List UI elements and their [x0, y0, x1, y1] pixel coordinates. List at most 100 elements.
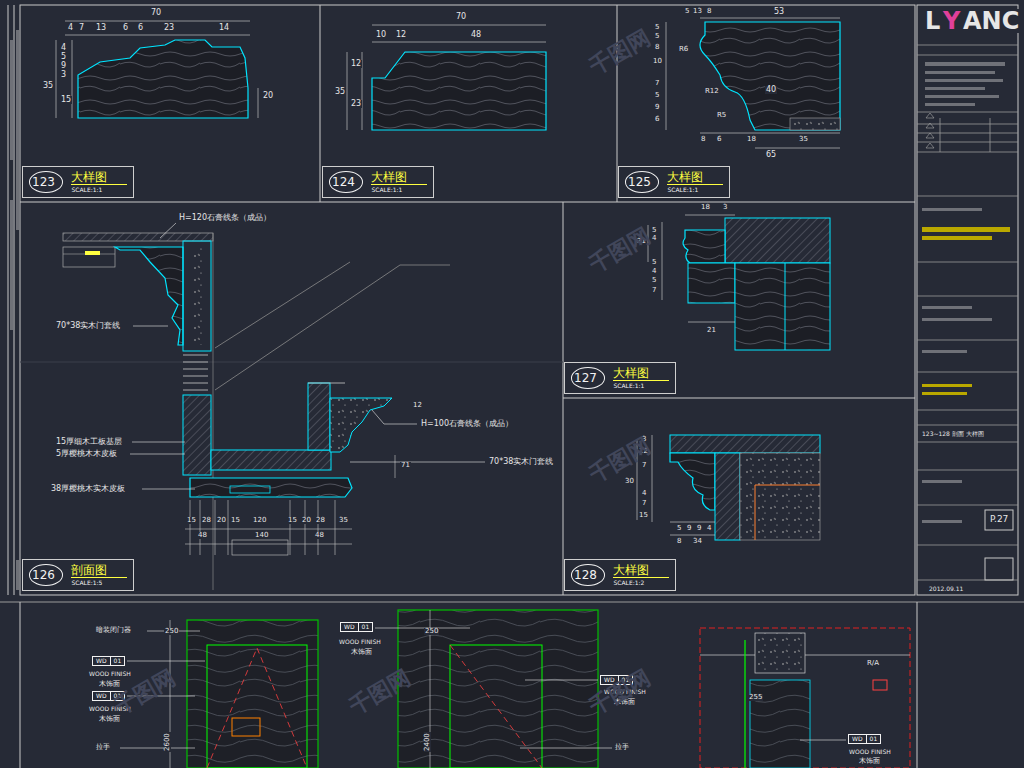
annotation: 木饰面: [98, 681, 121, 688]
panel-title: 大样图: [613, 564, 669, 578]
panel-title: 大样图: [71, 171, 127, 185]
dimension-number: 255: [748, 694, 763, 701]
tag-code: WD: [92, 656, 111, 666]
dimension-number: 13: [692, 8, 703, 15]
dimension-number: R6: [678, 46, 689, 53]
dimension-number: 5: [654, 92, 660, 99]
dimension-number: 2400: [424, 732, 431, 752]
dimension-number: 12: [395, 31, 407, 39]
dimension-number: 15: [230, 517, 241, 524]
dimension-number: 5: [654, 33, 660, 40]
dimension-number: 15: [186, 517, 197, 524]
annotation: H=100石膏线条（成品）: [420, 420, 514, 428]
dimension-number: 48: [314, 532, 325, 539]
dimension-number: 7: [641, 500, 647, 507]
dimension-number: 35: [798, 136, 809, 143]
dimension-number: 4: [641, 490, 647, 497]
dimension-number: 5: [651, 277, 657, 284]
dimension-number: 71: [400, 462, 411, 469]
panel-number: 128: [571, 564, 605, 586]
dimension-number: 10: [375, 31, 387, 39]
dimension-number: 5: [684, 8, 690, 15]
logo-letter: ANC: [962, 9, 1020, 33]
dimension-number: 120: [252, 517, 267, 524]
sheet-number: P.27: [989, 515, 1009, 524]
dimension-number: 70: [455, 13, 467, 21]
panel-title: 大样图: [371, 171, 427, 185]
dimension-number: 53: [773, 8, 785, 16]
panel-number: 123: [29, 171, 63, 193]
dimension-number: 6: [137, 24, 144, 32]
watermark: 千图网: [585, 224, 655, 277]
title-box: 123大样图SCALE:1:1: [22, 166, 134, 198]
annotation: R/A: [866, 660, 880, 667]
title-box: 124大样图SCALE:1:1: [322, 166, 434, 198]
annotation: 拉手: [614, 744, 630, 751]
panel-title: 大样图: [667, 171, 723, 185]
dimension-number: 4: [60, 44, 67, 52]
panel-title: 大样图: [613, 367, 669, 381]
scale-note: SCALE:1:5: [71, 579, 127, 586]
dimension-number: 5: [654, 24, 660, 31]
dimension-number: 8: [676, 538, 682, 545]
scale-note: SCALE:1:1: [371, 186, 427, 193]
date: 2012.09.11: [928, 586, 964, 592]
finish-tag: WD01: [92, 656, 127, 666]
dimension-number: 8: [700, 136, 706, 143]
annotation: WOOD FINISH: [848, 749, 892, 755]
dimension-number: 6: [654, 116, 660, 123]
dimension-number: 7: [651, 287, 657, 294]
dimension-number: 20: [301, 517, 312, 524]
annotation: H=120石膏线条（成品）: [178, 214, 272, 222]
dimension-number: 20: [216, 517, 227, 524]
watermark: 千图网: [585, 434, 655, 487]
dimension-number: R5: [716, 112, 727, 119]
dimension-number: 3: [60, 71, 67, 79]
dimension-number: 18: [700, 204, 711, 211]
dimension-number: 65: [765, 151, 777, 159]
dimension-number: 48: [470, 31, 482, 39]
logo-letter: L: [924, 9, 941, 33]
tag-code: 01: [359, 622, 374, 632]
dimension-number: 7: [641, 462, 647, 469]
dimension-number: 2600: [164, 732, 171, 752]
dimension-number: 13: [95, 24, 107, 32]
panel-title: 剖面图: [71, 564, 127, 578]
dimension-number: 34: [692, 538, 703, 545]
logo-letter: Y: [942, 9, 961, 33]
tag-code: 01: [867, 734, 882, 744]
annotation: 木饰面: [350, 649, 373, 656]
scale-note: SCALE:1:2: [613, 579, 669, 586]
dimension-number: 250: [424, 628, 439, 635]
dimension-number: 28: [201, 517, 212, 524]
annotation: 木饰面: [98, 716, 121, 723]
dimension-number: 9: [686, 525, 692, 532]
dimension-number: 6: [122, 24, 129, 32]
annotation: 15厚细木工板基层: [55, 438, 123, 446]
annotation: 木饰面: [858, 758, 881, 765]
dimension-number: 4: [706, 525, 712, 532]
title-box: 126 剖面图SCALE:1:5: [22, 559, 134, 591]
dimension-number: 5: [651, 259, 657, 266]
dimension-number: 6: [716, 136, 722, 143]
dimension-number: 9: [654, 104, 660, 111]
dimension-number: 23: [350, 100, 362, 108]
dimension-number: 15: [60, 96, 72, 104]
annotation: 70*38实木门套线: [55, 322, 121, 330]
panel-number: 126: [29, 564, 63, 586]
tag-code: WD: [340, 622, 359, 632]
watermark: 千图网: [585, 26, 655, 79]
drawing-title: 123~128 剖面 大样图: [921, 431, 985, 437]
panel-number: 125: [625, 171, 659, 193]
annotation: WOOD FINISH: [88, 671, 132, 677]
dimension-number: 5: [676, 525, 682, 532]
dimension-number: 140: [254, 532, 269, 539]
annotation: 70*38实木门套线: [488, 458, 554, 466]
dimension-number: 40: [765, 86, 777, 94]
dimension-number: 28: [315, 517, 326, 524]
dimension-number: 30: [624, 478, 635, 485]
finish-tag: WD01: [340, 622, 375, 632]
dimension-number: 5: [60, 53, 67, 61]
dimension-number: 3: [722, 204, 728, 211]
annotation: 5厚樱桃木木皮板: [55, 450, 118, 458]
